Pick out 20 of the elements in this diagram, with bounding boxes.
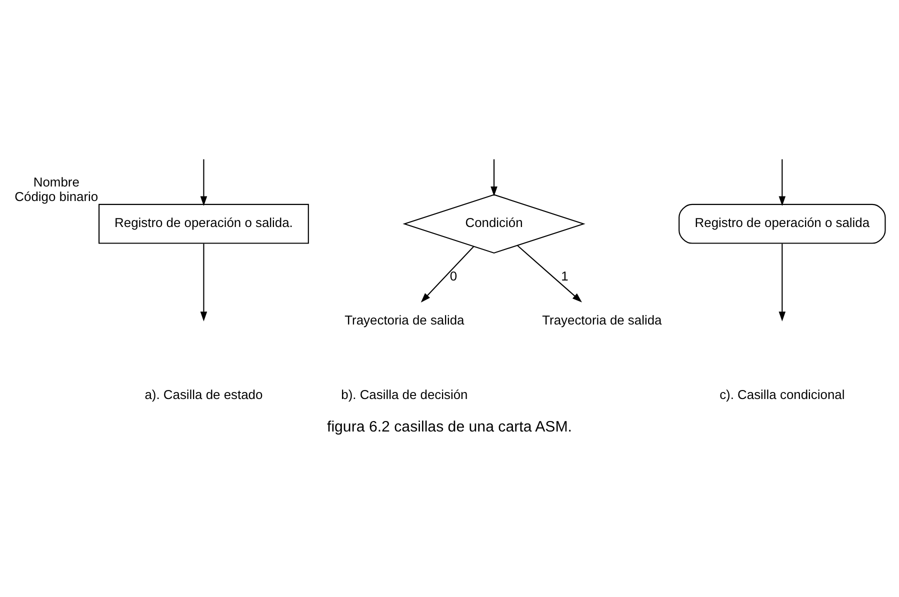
edge-label: 0	[450, 268, 458, 284]
node-diamond: Condición	[402, 194, 586, 254]
node-text: Trayectoria de salida	[542, 312, 662, 327]
arrow	[200, 243, 208, 321]
arrow	[778, 158, 786, 206]
arrow	[517, 244, 582, 302]
label: b). Casilla de decisión	[341, 386, 468, 402]
arrow	[778, 243, 786, 321]
edge-label: 1	[561, 268, 568, 284]
node-box: Registro de operación o salida	[678, 203, 886, 244]
label: c). Casilla condicional	[720, 386, 845, 402]
arrow	[420, 246, 474, 302]
label: a). Casilla de estado	[144, 386, 263, 402]
caption: figura 6.2 casillas de una carta ASM.	[327, 418, 572, 435]
node-text: Trayectoria de salida	[344, 312, 464, 327]
arrow	[490, 158, 498, 196]
node-box: Registro de operación o salida.	[98, 203, 309, 244]
node-label: Nombre	[33, 174, 80, 190]
arrow	[200, 158, 208, 206]
node-label: Código binario	[14, 188, 98, 204]
